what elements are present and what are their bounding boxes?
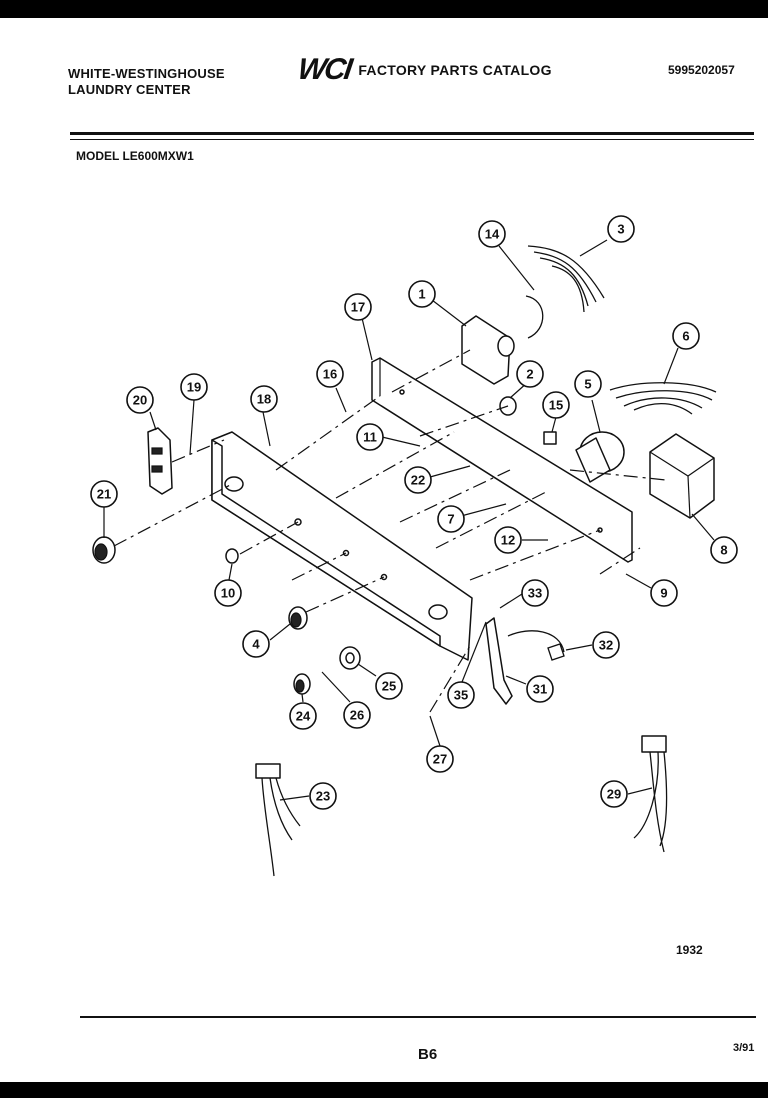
top-border-bar: [0, 0, 768, 18]
callout-label: 25: [382, 679, 396, 694]
callout-label: 9: [660, 586, 667, 601]
callout-12: 12: [494, 526, 522, 554]
callout-label: 11: [363, 430, 377, 445]
callout-17: 17: [344, 293, 372, 321]
connector-part: [543, 431, 557, 445]
callout-label: 18: [257, 392, 271, 407]
wire-harness-part-6: [609, 382, 717, 415]
callout-18: 18: [250, 385, 278, 413]
latch-bracket-part: [147, 427, 173, 495]
callout-label: 12: [501, 533, 515, 548]
callout-label: 8: [720, 543, 727, 558]
callout-label: 17: [351, 300, 365, 315]
callout-9: 9: [650, 579, 678, 607]
leader-lines: [103, 239, 715, 801]
callout-3: 3: [607, 215, 635, 243]
callout-label: 21: [97, 487, 111, 502]
callout-20: 20: [126, 386, 154, 414]
wire-part-32: [507, 630, 565, 661]
footer-rule: [80, 1016, 756, 1018]
callout-label: 26: [350, 708, 364, 723]
callout-label: 23: [316, 789, 330, 804]
callout-2: 2: [516, 360, 544, 388]
assembly-lines: [113, 349, 667, 713]
callout-label: 16: [323, 367, 337, 382]
knob-part-21: [92, 536, 116, 564]
header-rule-thick: [70, 132, 754, 135]
revision-date: 3/91: [733, 1042, 755, 1054]
callout-14: 14: [478, 220, 506, 248]
callout-32: 32: [592, 631, 620, 659]
callout-5: 5: [574, 370, 602, 398]
callout-label: 32: [599, 638, 613, 653]
motor-part: [575, 431, 625, 483]
wire-harness-part-23: [255, 763, 301, 877]
callout-label: 29: [607, 787, 621, 802]
callout-label: 4: [252, 637, 260, 652]
callout-label: 19: [187, 380, 201, 395]
product-line: LAUNDRY CENTER: [68, 82, 191, 97]
callout-24: 24: [289, 702, 317, 730]
brand-name: WHITE-WESTINGHOUSE: [68, 66, 225, 81]
control-panel-part: [211, 431, 473, 661]
bottom-border-bar: [0, 1082, 768, 1098]
callout-29: 29: [600, 780, 628, 808]
callout-15: 15: [542, 391, 570, 419]
callout-label: 3: [617, 222, 624, 237]
callout-label: 33: [528, 586, 542, 601]
callout-label: 5: [584, 377, 591, 392]
callout-label: 22: [411, 473, 425, 488]
callout-4: 4: [242, 630, 270, 658]
callout-8: 8: [710, 536, 738, 564]
knob-part-24: [293, 673, 311, 695]
wire-harness-part-29: [633, 735, 668, 853]
callout-7: 7: [437, 505, 465, 533]
catalog-header: WCI FACTORY PARTS CATALOG: [296, 53, 552, 86]
catalog-number: 5995202057: [668, 63, 735, 77]
callout-label: 14: [485, 227, 500, 242]
callout-label: 35: [454, 688, 468, 703]
brand-block: WHITE-WESTINGHOUSE LAUNDRY CENTER: [68, 66, 225, 98]
callout-26: 26: [343, 701, 371, 729]
indicator-lens-part-10: [225, 548, 239, 564]
callout-10: 10: [214, 579, 242, 607]
callout-23: 23: [309, 782, 337, 810]
model-number: MODEL LE600MXW1: [76, 149, 194, 163]
callout-label: 1: [418, 287, 425, 302]
callout-31: 31: [526, 675, 554, 703]
callout-27: 27: [426, 745, 454, 773]
control-box-part: [649, 433, 715, 519]
callout-1: 1: [408, 280, 436, 308]
callout-label: 15: [549, 398, 563, 413]
bezel-part-25: [339, 646, 361, 670]
wire-harness-part-3: [527, 245, 605, 313]
callout-label: 7: [447, 512, 454, 527]
rear-bracket-part: [371, 357, 633, 563]
callout-6: 6: [672, 322, 700, 350]
header-rule-thin: [70, 139, 754, 140]
callout-25: 25: [375, 672, 403, 700]
callout-label: 31: [533, 682, 547, 697]
callout-19: 19: [180, 373, 208, 401]
page-number: B6: [418, 1046, 438, 1063]
callout-label: 20: [133, 393, 147, 408]
callout-label: 10: [221, 586, 235, 601]
callout-21: 21: [90, 480, 118, 508]
callout-label: 6: [682, 329, 689, 344]
callout-label: 27: [433, 752, 447, 767]
catalog-title: FACTORY PARTS CATALOG: [358, 62, 552, 78]
wire-part-14: [525, 295, 544, 339]
callout-11: 11: [356, 423, 384, 451]
callout-35: 35: [447, 681, 475, 709]
callout-label: 2: [526, 367, 533, 382]
callout-22: 22: [404, 466, 432, 494]
figure-number: 1932: [676, 943, 703, 957]
knob-part-4: [288, 606, 308, 630]
callout-label: 24: [296, 709, 311, 724]
callout-33: 33: [521, 579, 549, 607]
callout-16: 16: [316, 360, 344, 388]
timer-part: [461, 315, 515, 385]
switch-bracket-part: [485, 617, 513, 705]
